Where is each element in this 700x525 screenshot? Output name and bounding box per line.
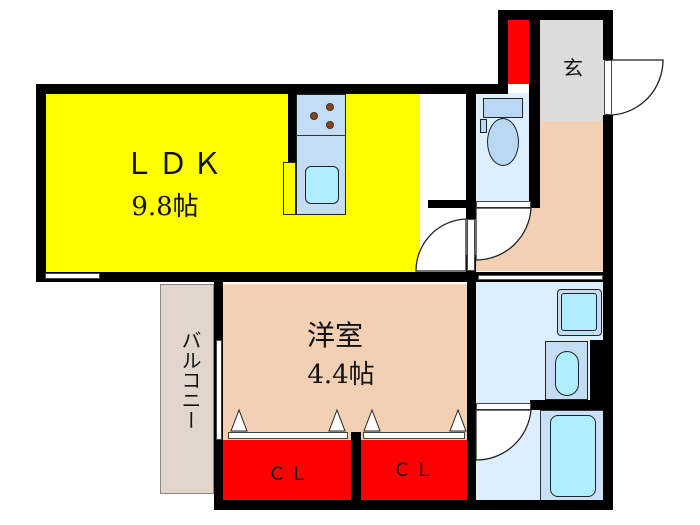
entrance-door-frame bbox=[604, 60, 612, 115]
wall-right bbox=[603, 10, 613, 60]
wall-ldk-top bbox=[36, 84, 506, 94]
washing-machine-icon bbox=[557, 289, 602, 336]
wall-west-right bbox=[467, 282, 476, 502]
wall-ldk-left bbox=[36, 84, 46, 282]
wall-toilet-left bbox=[466, 94, 476, 219]
stove-burner-icon bbox=[326, 121, 334, 129]
western-label: 洋室 bbox=[306, 319, 363, 352]
wash-basin-icon bbox=[545, 341, 588, 400]
shoe-storage bbox=[507, 20, 529, 84]
wall-right-lower bbox=[603, 115, 613, 510]
kitchen-sink-icon bbox=[305, 166, 339, 204]
ldk-label: ＬＤＫ bbox=[124, 147, 226, 182]
toilet-paper-icon bbox=[480, 119, 487, 133]
closet-2 bbox=[361, 440, 467, 500]
kitchen-divider-line bbox=[296, 135, 346, 136]
closet-2-label: ＣＬ bbox=[393, 460, 437, 481]
closet-door-1 bbox=[228, 432, 348, 439]
balcony bbox=[160, 284, 214, 494]
wall-closet-divider bbox=[351, 432, 361, 502]
wash-basin-bowl bbox=[555, 351, 579, 396]
closet-1 bbox=[223, 440, 351, 500]
toilet-bowl-icon bbox=[487, 118, 519, 166]
bathtub-icon bbox=[550, 415, 596, 497]
wall-entry-top bbox=[498, 10, 613, 20]
closet-1-label: ＣＬ bbox=[268, 464, 312, 485]
entrance-label: 玄 bbox=[563, 56, 583, 80]
hall-sliding-door bbox=[478, 275, 603, 280]
wall-entry-left bbox=[498, 10, 508, 94]
wall-wash-block bbox=[590, 340, 606, 405]
western-window bbox=[216, 340, 222, 440]
wall-ldk-bottom bbox=[36, 272, 606, 282]
toilet-tank-icon bbox=[483, 98, 523, 118]
washing-machine-drum bbox=[561, 293, 597, 331]
wall-stub bbox=[428, 200, 468, 208]
ldk-window bbox=[45, 273, 100, 279]
closet-door-2 bbox=[363, 432, 465, 439]
wall-wash-mid bbox=[530, 400, 606, 410]
ldk-room bbox=[45, 93, 420, 273]
wall-bottom bbox=[214, 500, 613, 510]
balcony-label: バルコニー bbox=[178, 330, 202, 430]
western-room bbox=[223, 284, 476, 449]
ldk-size: 9.8帖 bbox=[131, 192, 199, 222]
ldk-door-frame bbox=[467, 219, 475, 271]
stove-burner-icon bbox=[310, 112, 318, 120]
western-size: 4.4帖 bbox=[307, 360, 375, 390]
wall-kitchen bbox=[288, 94, 296, 162]
entrance-area bbox=[540, 20, 606, 121]
wall-storage-divider bbox=[529, 20, 540, 208]
kitchen-side-panel bbox=[283, 162, 296, 215]
stove-burner-icon bbox=[326, 103, 334, 111]
